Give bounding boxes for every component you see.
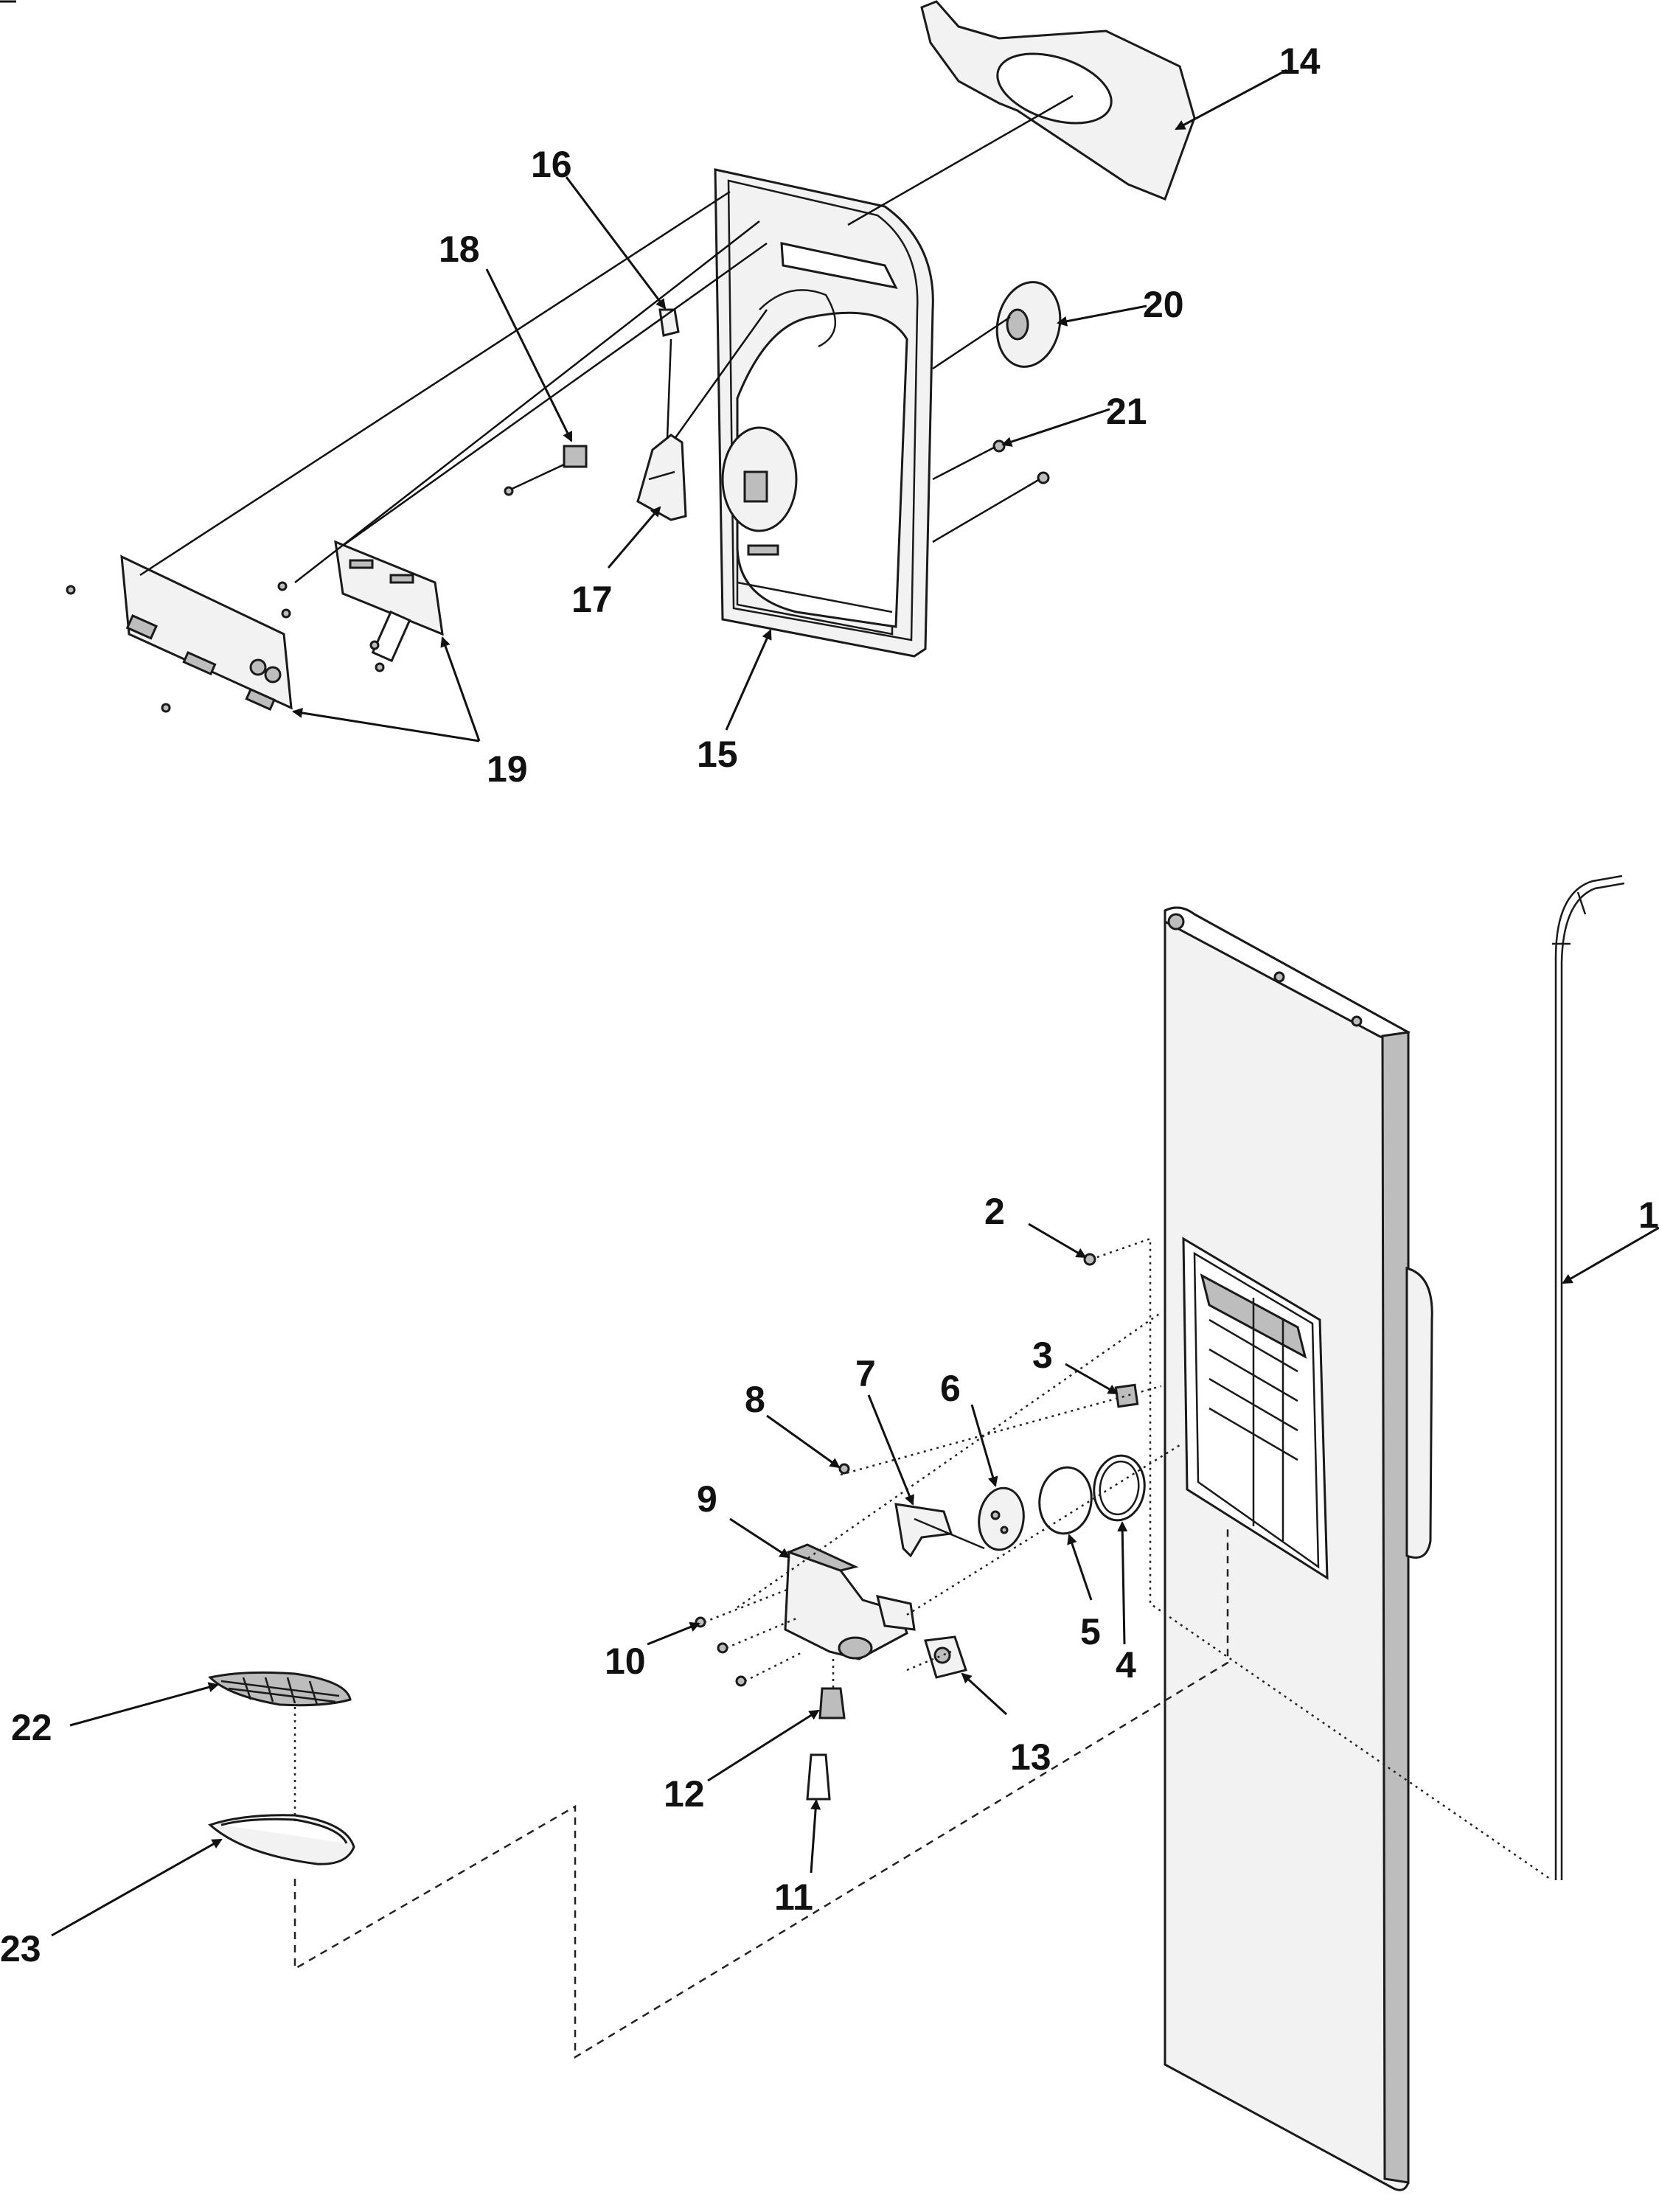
- callout-2: 2: [984, 1191, 1005, 1232]
- callout-9: 9: [697, 1478, 717, 1520]
- callout-11: 11: [774, 1877, 813, 1918]
- part-4-ring: [1093, 1454, 1146, 1522]
- part-12-fitting: [818, 1687, 846, 1719]
- part-14-trim-bracket: [920, 0, 1196, 201]
- part-5-lens: [1038, 1466, 1093, 1535]
- part-17-actuator-paddle: [636, 434, 687, 521]
- part-7-bracket: [894, 1503, 985, 1558]
- part-18-switch: [504, 445, 588, 496]
- part-22-drip-grille: [208, 1671, 352, 1707]
- part-10-screws: [695, 1616, 747, 1687]
- callout-21: 21: [1106, 391, 1147, 432]
- part-23-drip-tray: [208, 1814, 355, 1865]
- callout-14: 14: [1279, 41, 1321, 82]
- callout-12: 12: [664, 1773, 705, 1815]
- part-20-light-housing: [995, 281, 1062, 368]
- callout-20: 20: [1143, 284, 1184, 325]
- callout-3: 3: [1032, 1335, 1053, 1376]
- part-11-nozzle: [806, 1753, 831, 1801]
- callout-8: 8: [745, 1379, 765, 1420]
- part-15-dispenser-housing: [714, 168, 934, 658]
- callout-18: 18: [439, 229, 480, 270]
- part-3-clip: [1114, 1383, 1139, 1408]
- callout-23: 23: [0, 1928, 41, 1969]
- top-guide-lines: [66, 94, 1074, 713]
- part-8-screw: [838, 1463, 850, 1475]
- callout-16: 16: [531, 144, 572, 185]
- callout-4: 4: [1116, 1644, 1136, 1686]
- callout-1: 1: [1638, 1194, 1659, 1236]
- leader-arrows: [51, 69, 1659, 1937]
- callout-labels: 14 16 18 20 21 17 15 19 1 2 3 8 7 6 9 5 …: [0, 41, 1659, 1969]
- door-panel: [1164, 906, 1433, 2191]
- part-2-screw: [1083, 1253, 1096, 1266]
- callout-13: 13: [1010, 1736, 1051, 1778]
- part-13-solenoid-valve: [924, 1635, 967, 1679]
- part-9-dispenser-body: [784, 1543, 916, 1660]
- callout-6: 6: [940, 1368, 961, 1409]
- callout-22: 22: [11, 1707, 52, 1748]
- callout-17: 17: [571, 579, 613, 620]
- callout-5: 5: [1080, 1611, 1101, 1652]
- part-1-water-tube: [1552, 874, 1625, 1880]
- callout-19: 19: [487, 748, 528, 790]
- bottom-guide-lines: [293, 1237, 1553, 2059]
- part-21-screws: [992, 439, 1050, 484]
- part-19-control-boards: [120, 540, 444, 712]
- callout-7: 7: [855, 1353, 876, 1394]
- callout-15: 15: [697, 734, 738, 775]
- part-6-disc: [978, 1486, 1025, 1551]
- callout-10: 10: [605, 1641, 646, 1682]
